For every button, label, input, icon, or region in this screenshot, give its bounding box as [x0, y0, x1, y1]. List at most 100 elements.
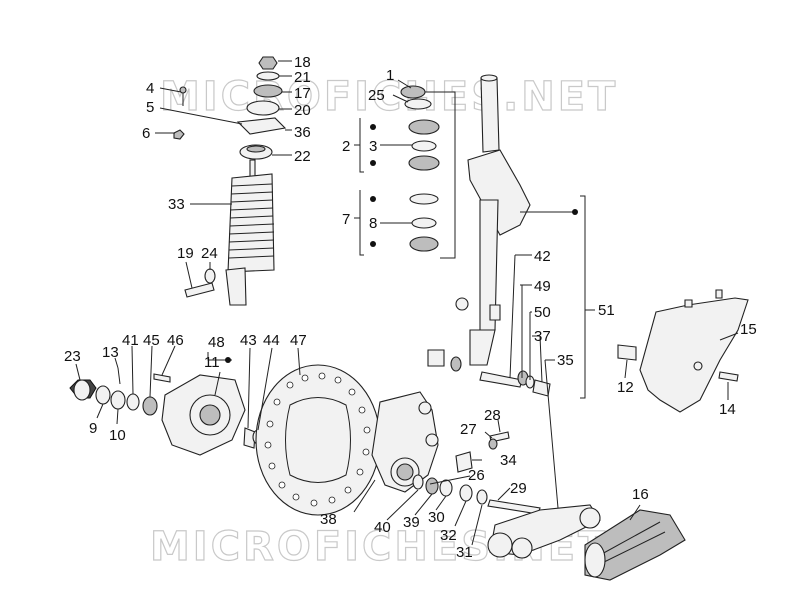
washer-27: [488, 438, 498, 450]
nut-1: [400, 85, 426, 99]
steering-column: [455, 74, 531, 366]
label-13: 13: [102, 344, 119, 361]
leader-lines: [75, 60, 739, 546]
label-2: 2: [342, 138, 350, 155]
label-51: 51: [598, 302, 615, 319]
fork-yoke: [467, 149, 531, 236]
screw-14: [718, 371, 739, 382]
label-15: 15: [740, 321, 757, 338]
hub-parts: [69, 367, 264, 456]
label-9: 9: [89, 420, 97, 437]
label-47: 47: [290, 332, 307, 349]
race-7a: [409, 193, 439, 205]
label-29: 29: [510, 480, 527, 497]
label-19: 19: [177, 245, 194, 262]
label-22: 22: [294, 148, 311, 165]
seal-30: [439, 479, 453, 497]
label-44: 44: [263, 332, 280, 349]
washer-25: [404, 98, 432, 110]
axle-29: [487, 499, 541, 515]
washer-21: [256, 71, 280, 81]
label-39: 39: [403, 514, 420, 531]
label-11: 11: [204, 354, 220, 371]
label-43: 43: [240, 332, 257, 349]
label-30: 30: [428, 509, 445, 526]
label-21: 21: [294, 69, 311, 86]
washer-31: [476, 489, 488, 505]
washer-41: [126, 393, 140, 411]
ball-cage-3: [411, 140, 437, 152]
label-18: 18: [294, 54, 311, 71]
rubber-20: [246, 100, 280, 116]
label-35: 35: [557, 352, 574, 369]
label-3: 3: [369, 138, 377, 155]
label-32: 32: [440, 527, 457, 544]
label-36: 36: [294, 124, 311, 141]
cover-16: [584, 509, 686, 581]
label-49: 49: [534, 278, 551, 295]
nut-6: [173, 129, 185, 140]
bearing-10: [110, 390, 126, 410]
bolt-19: [184, 282, 215, 298]
bush-34: [455, 451, 473, 473]
ring-32: [459, 484, 473, 502]
bracket-36: [236, 117, 287, 135]
label-38: 38: [320, 511, 337, 528]
ball-cage-8: [411, 217, 437, 229]
label-14: 14: [719, 401, 736, 418]
axle-42: [479, 371, 523, 388]
clip-12: [617, 344, 637, 361]
kit-markers: [225, 124, 578, 363]
label-40: 40: [374, 519, 391, 536]
label-20: 20: [294, 102, 311, 119]
label-1: 1: [386, 67, 394, 84]
label-41: 41: [122, 332, 139, 349]
label-8: 8: [369, 215, 377, 232]
nut-18: [258, 56, 278, 70]
label-28: 28: [484, 407, 501, 424]
label-37: 37: [534, 328, 551, 345]
label-5: 5: [146, 99, 154, 116]
shock-lower-eye: [225, 267, 247, 306]
label-34: 34: [500, 452, 517, 469]
label-4: 4: [146, 80, 154, 97]
washer-9: [95, 385, 111, 405]
label-27: 27: [460, 421, 477, 438]
ring-43: [243, 427, 256, 449]
label-7: 7: [342, 211, 350, 228]
washer-24: [204, 268, 216, 284]
watermark-top: MICROFICHES.NET: [160, 74, 618, 120]
label-31: 31: [456, 544, 473, 561]
label-23: 23: [64, 348, 81, 365]
label-16: 16: [632, 486, 649, 503]
brake-disc-47: [255, 364, 381, 516]
label-6: 6: [142, 125, 150, 142]
label-50: 50: [534, 304, 551, 321]
label-46: 46: [167, 332, 184, 349]
shock-top-hardware: [173, 56, 287, 160]
link-arm: [487, 504, 601, 559]
label-24: 24: [201, 245, 218, 262]
bearing-39: [425, 477, 439, 495]
pin-13: [117, 367, 121, 385]
mudguard-15: [617, 289, 749, 413]
label-26: 26: [468, 467, 485, 484]
bearing-race-2a: [408, 119, 440, 135]
shock-absorber-33: [184, 159, 275, 306]
race-7b: [409, 236, 439, 252]
label-33: 33: [168, 196, 185, 213]
fork-axle-parts: [427, 349, 551, 397]
label-17: 17: [294, 85, 311, 102]
steering-bearings: [400, 85, 440, 252]
label-48: 48: [208, 334, 225, 351]
seal-45: [142, 396, 158, 416]
part-labels: 18 21 17 20 36 22 4 5 6 33 19 24 1 25 2 …: [64, 54, 757, 561]
bearing-race-2b: [408, 155, 440, 171]
label-10: 10: [109, 427, 126, 444]
bushing-17: [253, 84, 283, 98]
label-25: 25: [368, 87, 385, 104]
fork-leg-38: [371, 391, 439, 493]
label-45: 45: [143, 332, 160, 349]
